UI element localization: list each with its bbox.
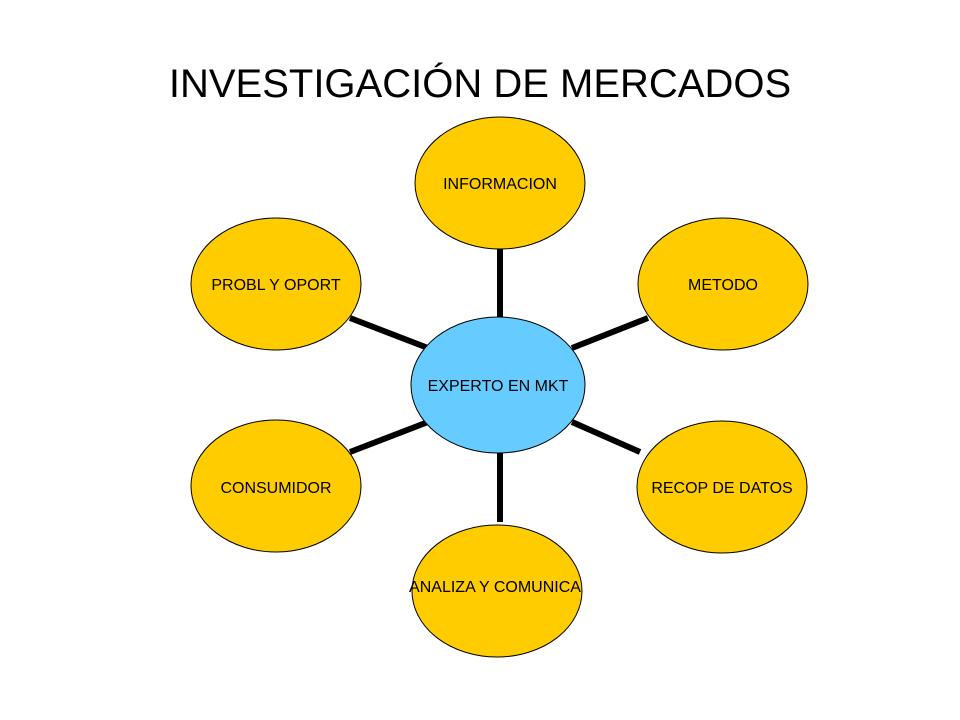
node-consumidor: CONSUMIDOR bbox=[190, 419, 362, 553]
connector-metodo bbox=[570, 315, 650, 351]
node-probl-y-oport: PROBL Y OPORT bbox=[190, 217, 362, 351]
center-node: EXPERTO EN MKT bbox=[410, 316, 586, 454]
node-analiza-y-comunica: ANALIZA Y COMUNICA bbox=[409, 524, 583, 658]
page-title: INVESTIGACIÓN DE MERCADOS bbox=[168, 62, 792, 106]
node-probl-y-oport-label: PROBL Y OPORT bbox=[211, 277, 340, 294]
node-metodo: METODO bbox=[637, 217, 809, 351]
center-node-shape bbox=[410, 316, 586, 454]
node-probl-y-oport-shape bbox=[190, 217, 362, 351]
node-metodo-shape bbox=[637, 217, 809, 351]
center-node-label: EXPERTO EN MKT bbox=[428, 378, 569, 395]
node-informacion: INFORMACION bbox=[414, 116, 586, 250]
node-consumidor-shape bbox=[190, 419, 362, 553]
connector-probl-y-oport bbox=[348, 315, 430, 351]
node-recop-de-datos-shape bbox=[636, 420, 808, 554]
node-informacion-shape bbox=[414, 116, 586, 250]
node-informacion-label: INFORMACION bbox=[443, 176, 557, 193]
node-consumidor-label: CONSUMIDOR bbox=[220, 480, 331, 497]
node-recop-de-datos: RECOP DE DATOS bbox=[636, 420, 808, 554]
node-analiza-y-comunica-shape bbox=[411, 524, 583, 658]
node-recop-de-datos-label: RECOP DE DATOS bbox=[651, 480, 792, 497]
node-analiza-y-comunica-label: ANALIZA Y COMUNICA bbox=[409, 579, 581, 596]
connector-recop-de-datos bbox=[570, 419, 642, 455]
node-metodo-label: METODO bbox=[688, 277, 758, 294]
connector-consumidor bbox=[348, 419, 430, 455]
